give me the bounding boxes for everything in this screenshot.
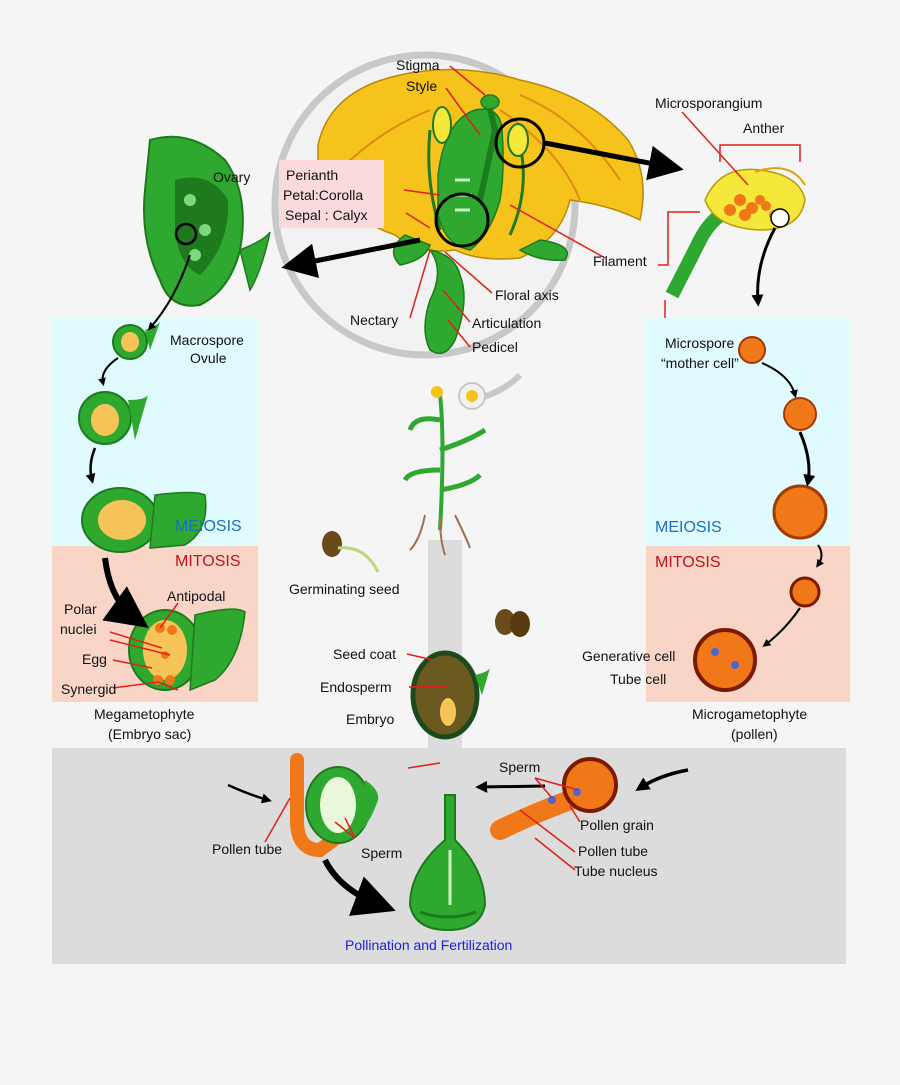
flower-illustration (317, 68, 644, 355)
label-petal-corolla: Petal:Corolla (283, 187, 363, 203)
label-synergid: Synergid (61, 681, 116, 697)
ovary-illustration (143, 135, 271, 307)
label-filament: Filament (593, 253, 647, 269)
label-pollen-tube-right: Pollen tube (578, 843, 648, 859)
label-tube-nucleus: Tube nucleus (574, 863, 658, 879)
label-floral-axis: Floral axis (495, 287, 559, 303)
label-generative-cell: Generative cell (582, 648, 675, 664)
plant-illustration (402, 382, 487, 556)
label-mother-cell: “mother cell” (661, 355, 739, 371)
ovule-stages (78, 322, 246, 692)
label-egg: Egg (82, 651, 107, 667)
label-seed-coat: Seed coat (333, 646, 396, 662)
label-nectary: Nectary (350, 312, 398, 328)
label-pedicel: Pedicel (472, 339, 518, 355)
leader-lines (109, 65, 801, 871)
label-mitosis-right: MITOSIS (655, 554, 721, 571)
label-anther: Anther (743, 120, 785, 136)
label-pollen-grain: Pollen grain (580, 817, 654, 833)
germinating-seed-illustration (322, 531, 380, 573)
label-antipodal: Antipodal (167, 588, 225, 604)
label-mitosis-left: MITOSIS (175, 553, 241, 570)
label-embryo-sac: (Embryo sac) (108, 726, 191, 742)
seed-section-illustration (410, 650, 490, 740)
seeds-illustration (495, 609, 530, 637)
flow-arrows (85, 140, 825, 916)
label-tube-cell: Tube cell (610, 671, 666, 687)
label-ovary: Ovary (213, 169, 250, 185)
label-endosperm: Endosperm (320, 679, 392, 695)
label-stigma: Stigma (396, 57, 440, 73)
label-ovule: Ovule (190, 350, 227, 366)
stamen-illustration (665, 167, 806, 299)
label-nuclei: nuclei (60, 621, 97, 637)
label-embryo: Embryo (346, 711, 394, 727)
label-sperm-right: Sperm (499, 759, 540, 775)
label-sepal-calyx: Sepal : Calyx (285, 207, 367, 223)
label-perianth: Perianth (286, 167, 338, 183)
label-pollination-fertilization: Pollination and Fertilization (345, 937, 512, 953)
label-megagametophyte: Megametophyte (94, 706, 195, 722)
label-macrospore: Macrospore (170, 332, 244, 348)
label-microsporangium: Microsporangium (655, 95, 762, 111)
pollen-stages (693, 336, 828, 692)
label-meiosis-left: MEIOSIS (175, 518, 242, 535)
label-articulation: Articulation (472, 315, 541, 331)
label-polar: Polar (64, 601, 97, 617)
label-sperm-left: Sperm (361, 845, 402, 861)
label-pollen: (pollen) (731, 726, 778, 742)
label-meiosis-right: MEIOSIS (655, 519, 722, 536)
perianth-label-box (279, 160, 384, 228)
fertilization-illustration (290, 753, 618, 932)
label-microspore: Microspore (665, 335, 734, 351)
label-microgametophyte: Microgametophyte (692, 706, 807, 722)
label-style: Style (406, 78, 437, 94)
label-germinating-seed: Germinating seed (289, 581, 400, 597)
label-pollen-tube-left: Pollen tube (212, 841, 282, 857)
